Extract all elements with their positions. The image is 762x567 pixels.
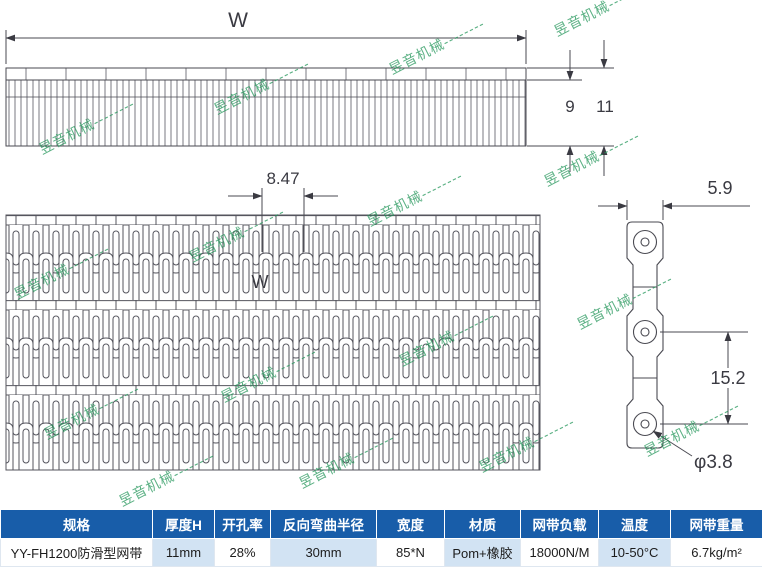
- dim-label-link-width: 5.9: [707, 178, 732, 198]
- technical-drawing: W 9 11 8.47 W: [5, 9, 751, 473]
- header-spec: 规格: [0, 509, 153, 539]
- value-open-ratio: 28%: [214, 538, 271, 567]
- header-weight: 网带重量: [670, 509, 762, 539]
- dimension-link-width: [598, 200, 750, 220]
- dim-label-hole-dia: φ3.8: [694, 452, 733, 473]
- value-bend-radius: 30mm: [270, 538, 377, 567]
- value-width: 85*N: [376, 538, 445, 567]
- spec-header-row: 规格 厚度H 开孔率 反向弯曲半径 宽度 材质 网带负载 温度 网带重量: [0, 509, 762, 539]
- dimension-thickness: [527, 40, 618, 176]
- header-open-ratio: 开孔率: [214, 509, 271, 539]
- header-width: 宽度: [376, 509, 445, 539]
- dim-label-w: W: [228, 9, 248, 32]
- value-temperature: 10-50°C: [598, 538, 671, 567]
- header-material: 材质: [444, 509, 521, 539]
- dimension-width-w: [5, 30, 527, 64]
- dim-label-9: 9: [565, 97, 574, 116]
- header-load: 网带负载: [520, 509, 599, 539]
- value-weight: 6.7kg/m²: [670, 538, 762, 567]
- value-material: Pom+橡胶: [444, 538, 521, 567]
- dimension-pitch: [228, 188, 338, 252]
- header-temperature: 温度: [598, 509, 671, 539]
- plan-view: [5, 214, 541, 471]
- value-load: 18000N/M: [520, 538, 599, 567]
- dim-label-11: 11: [596, 97, 614, 116]
- dim-label-pitch: 8.47: [266, 169, 299, 188]
- header-bend-radius: 反向弯曲半径: [270, 509, 377, 539]
- plan-w-label: W: [252, 272, 269, 292]
- side-elevation-view: [5, 67, 527, 147]
- value-spec: YY-FH1200防滑型网带: [0, 538, 153, 567]
- spec-value-row: YY-FH1200防滑型网带 11mm 28% 30mm 85*N Pom+橡胶…: [0, 538, 762, 567]
- value-thickness: 11mm: [152, 538, 215, 567]
- dimension-hole-dia: [652, 430, 693, 457]
- header-thickness: 厚度H: [152, 509, 215, 539]
- end-view-link: [626, 221, 664, 449]
- spec-table: 规格 厚度H 开孔率 反向弯曲半径 宽度 材质 网带负载 温度 网带重量 YY-…: [0, 509, 762, 567]
- dimension-hole-spacing: [660, 331, 751, 425]
- dim-label-hole-spacing: 15.2: [710, 368, 745, 388]
